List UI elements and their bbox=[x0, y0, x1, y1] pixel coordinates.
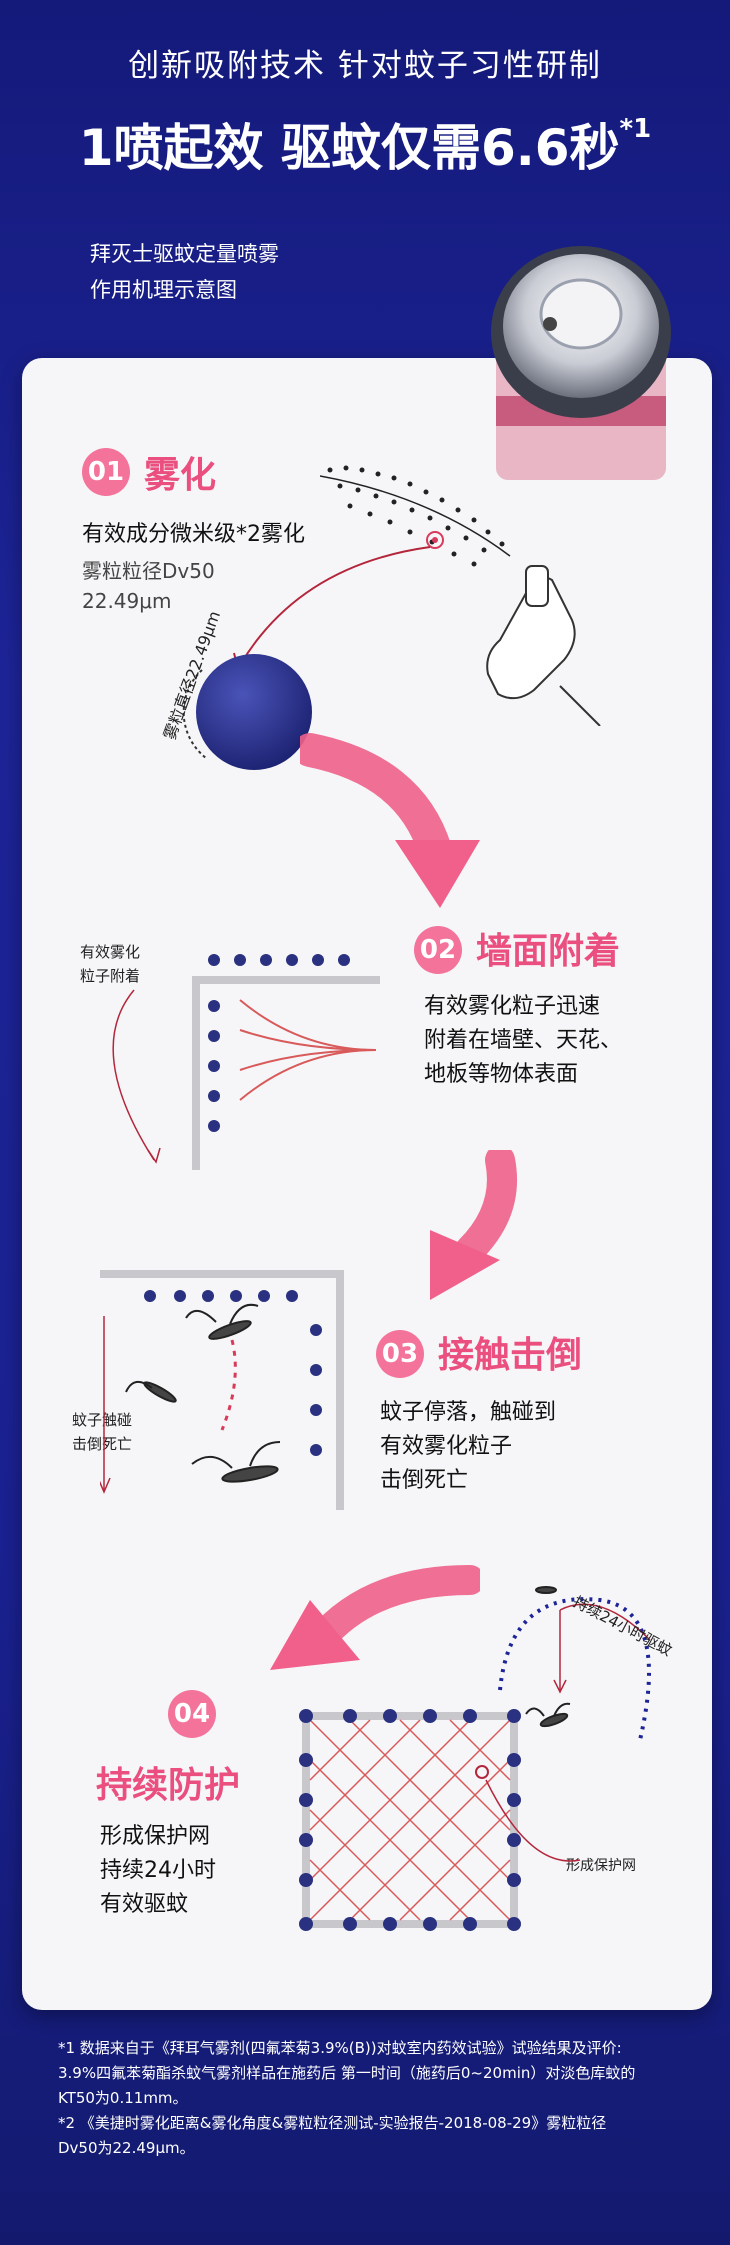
spray-can-icon bbox=[491, 246, 671, 480]
protection-arc-diagram bbox=[498, 1586, 651, 1741]
step1-detail-1: 雾粒粒径Dv50 bbox=[82, 559, 215, 583]
step3-desc-line-3: 击倒死亡 bbox=[380, 1468, 469, 1493]
net-label-arrow bbox=[475, 1765, 581, 1862]
step2-desc: 有效雾化粒子迅速 附着在墙壁、天花、 地板等物体表面 bbox=[424, 990, 622, 1092]
step1-detail-2: 22.49μm bbox=[82, 589, 172, 613]
flow-arrow-3-icon bbox=[270, 1565, 480, 1670]
footnote-line-4: *2 《美捷时雾化距离&雾化角度&雾粒粒径测试-实验报告-2018-08-29》… bbox=[58, 2114, 607, 2132]
step2-side-line-1: 有效雾化 bbox=[80, 943, 141, 961]
footnotes: *1 数据来自于《拜耳气雾剂(四氟苯菊3.9%(B))对蚊室内药效试验》试验结果… bbox=[58, 2036, 688, 2161]
droplet-icon bbox=[182, 654, 312, 770]
step1-desc: 有效成分微米级*2雾化 bbox=[82, 522, 305, 547]
step3-side-line-1: 蚊子触碰 bbox=[72, 1411, 133, 1429]
protection-net-diagram bbox=[299, 1709, 521, 1931]
step2-side-line-2: 粒子附着 bbox=[80, 967, 141, 985]
spray-hand-illustration bbox=[320, 465, 601, 726]
headline-main: 1喷起效 驱蚊仅需6.6秒*1 bbox=[0, 108, 730, 180]
protection-net-label: 形成保护网 bbox=[566, 1858, 636, 1874]
step3-number-badge: 03 bbox=[376, 1330, 424, 1378]
step3-desc-line-2: 有效雾化粒子 bbox=[380, 1434, 513, 1459]
wall-adhesion-diagram bbox=[112, 954, 380, 1170]
step3-side-line-2: 击倒死亡 bbox=[72, 1435, 133, 1453]
footnote-line-3: KT50为0.11mm。 bbox=[58, 2089, 188, 2107]
step1-number-badge: 01 bbox=[82, 448, 130, 496]
diagram-subtitle: 拜灭士驱蚊定量喷雾 作用机理示意图 bbox=[90, 236, 279, 308]
flow-arrow-2-icon bbox=[430, 1150, 517, 1300]
step2-side-label: 有效雾化 粒子附着 bbox=[80, 940, 140, 988]
flow-arrow-1-icon bbox=[300, 733, 480, 908]
footnote-line-5: Dv50为22.49μm。 bbox=[58, 2139, 195, 2157]
step3-title: 接触击倒 bbox=[438, 1335, 583, 1376]
step2-title: 墙面附着 bbox=[476, 931, 621, 972]
step2-number-badge: 02 bbox=[414, 926, 462, 974]
subtitle-line-1: 拜灭士驱蚊定量喷雾 bbox=[90, 242, 279, 266]
headline-tagline: 创新吸附技术 针对蚊子习性研制 bbox=[128, 48, 602, 84]
mechanism-card bbox=[22, 358, 712, 2010]
step4-desc-line-2: 持续24小时 bbox=[100, 1858, 216, 1883]
footnote-line-2: 3.9%四氟苯菊酯杀蚊气雾剂样品在施药后 第一时间（施药后0~20min）对淡色… bbox=[58, 2064, 636, 2082]
step3-side-label: 蚊子触碰 击倒死亡 bbox=[72, 1408, 132, 1456]
mosquito-knockdown-diagram bbox=[100, 1270, 344, 1510]
step4-desc-line-3: 有效驱蚊 bbox=[100, 1892, 189, 1917]
step4-title: 持续防护 bbox=[96, 1765, 241, 1806]
headline-main-text: 1喷起效 驱蚊仅需6.6秒 bbox=[78, 119, 620, 177]
step4-desc: 形成保护网 持续24小时 有效驱蚊 bbox=[100, 1820, 216, 1922]
step3-desc: 蚊子停落，触碰到 有效雾化粒子 击倒死亡 bbox=[380, 1396, 556, 1498]
step2-desc-line-2: 附着在墙壁、天花、 bbox=[424, 1028, 623, 1053]
footnote-line-1: *1 数据来自于《拜耳气雾剂(四氟苯菊3.9%(B))对蚊室内药效试验》试验结果… bbox=[58, 2039, 622, 2057]
step2-desc-line-3: 地板等物体表面 bbox=[424, 1062, 579, 1087]
step2-desc-line-1: 有效雾化粒子迅速 bbox=[424, 994, 601, 1019]
step4-desc-line-1: 形成保护网 bbox=[100, 1824, 211, 1849]
footnote-ref-1: *1 bbox=[619, 114, 652, 144]
subtitle-line-2: 作用机理示意图 bbox=[90, 278, 237, 302]
step3-desc-line-1: 蚊子停落，触碰到 bbox=[380, 1400, 557, 1425]
step1-title: 雾化 bbox=[144, 455, 217, 496]
step4-number-badge: 04 bbox=[168, 1690, 216, 1738]
